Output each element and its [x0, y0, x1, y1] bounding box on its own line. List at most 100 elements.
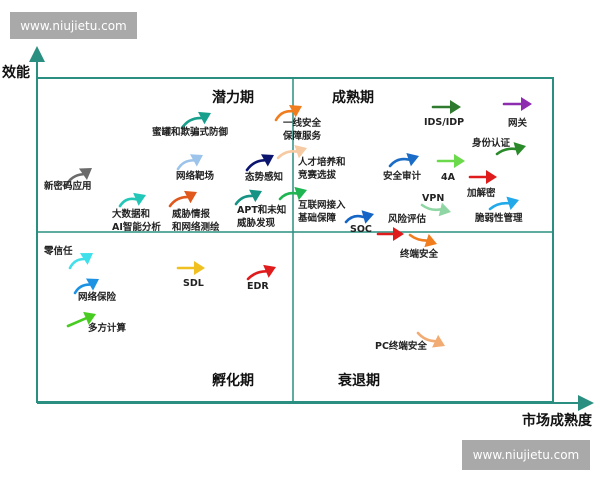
technology-label: 风险评估 [388, 214, 427, 225]
arrow-shaft [488, 201, 510, 211]
technology-label: 4A [441, 172, 455, 183]
trend-arrow-icon [176, 154, 203, 171]
technology-label: 一线安全 保障服务 [283, 118, 322, 142]
arrow-head [506, 196, 519, 210]
technology-label: PC终端安全 [375, 341, 427, 352]
arrow-shaft [68, 257, 86, 270]
arrow-shaft [408, 233, 428, 242]
arrow-head [78, 168, 92, 181]
trend-arrow-icon [495, 142, 526, 156]
trend-arrow-icon [73, 278, 99, 295]
arrow-head [83, 311, 96, 325]
arrow-head [184, 190, 197, 204]
trend-arrow-icon [431, 100, 461, 114]
arrow-shaft [344, 214, 365, 224]
trend-arrow-icon [408, 233, 437, 248]
technology-label: 零信任 [44, 246, 73, 257]
arrow-shaft [118, 197, 138, 208]
technology-label: 网络保险 [78, 292, 117, 303]
arrow-head [521, 97, 532, 111]
arrow-head [424, 233, 437, 248]
watermark-bottom: www.niujietu.com [462, 440, 590, 470]
technology-label: 大数据和 AI智能分析 [112, 209, 161, 233]
technology-label: 多方计算 [88, 323, 127, 334]
arrow-head [288, 105, 302, 118]
trend-arrow-icon [420, 202, 451, 217]
arrow-head [260, 154, 274, 167]
trend-arrow-icon [416, 331, 445, 348]
arrow-head [486, 170, 497, 184]
arrow-head [198, 111, 211, 125]
technology-label: 网关 [508, 118, 528, 129]
arrow-head [294, 186, 307, 201]
phase-potential: 潜力期 [212, 90, 254, 106]
arrow-shaft [73, 283, 91, 295]
arrow-shaft [420, 203, 442, 212]
technology-label: 脆弱性管理 [475, 213, 523, 224]
arrow-head [393, 227, 404, 241]
technology-label: 蜜罐和欺骗式防御 [152, 127, 229, 138]
arrow-head [189, 154, 203, 167]
trend-arrow-icon [344, 210, 374, 224]
technology-label: VPN [422, 193, 445, 204]
trend-arrow-icon [468, 170, 497, 184]
trend-arrow-icon [64, 168, 92, 188]
trend-arrow-icon [180, 111, 211, 130]
arrow-head [450, 100, 461, 114]
arrow-shaft [388, 157, 410, 168]
arrow-head [406, 152, 419, 167]
arrow-head [263, 264, 276, 278]
arrow-shaft [180, 116, 203, 130]
arrow-shaft [274, 109, 294, 122]
trend-arrow-icon [278, 186, 307, 201]
arrow-head [194, 261, 205, 275]
arrow-shaft [66, 317, 88, 328]
arrow-shaft [276, 150, 298, 160]
technology-label: 身份认证 [472, 138, 511, 149]
arrow-shaft [278, 191, 298, 201]
watermark-top: www.niujietu.com [10, 12, 137, 39]
arrow-shaft [416, 331, 437, 343]
trend-arrow-icon [68, 253, 93, 270]
technology-label: 态势感知 [245, 172, 284, 183]
trend-arrow-icon [118, 192, 146, 208]
arrow-head [432, 334, 445, 348]
phase-mature: 成熟期 [332, 90, 374, 106]
technology-label: SDL [183, 278, 204, 289]
arrow-shaft [246, 270, 268, 281]
technology-label: EDR [247, 281, 269, 292]
arrow-shaft [234, 194, 254, 206]
technology-label: SOC [350, 224, 372, 235]
arrow-head [513, 142, 526, 156]
arrow-shaft [168, 195, 189, 208]
technology-label: 互联网接入 基础保障 [298, 200, 346, 224]
arrow-head [438, 202, 451, 217]
technology-label: IDS/IDP [424, 117, 465, 128]
technology-label: 威胁情报 和网络测绘 [172, 209, 220, 233]
arrow-head [79, 253, 93, 265]
trend-arrow-icon [276, 144, 307, 160]
y-axis-label: 效能 [2, 65, 30, 81]
trend-arrow-icon [176, 261, 205, 275]
technology-label: 人才培养和 竞赛选拔 [298, 157, 346, 181]
arrow-head [133, 192, 146, 206]
phase-incubation: 孵化期 [212, 373, 254, 389]
trend-arrow-icon [234, 189, 262, 206]
technology-label: 网络靶场 [176, 171, 215, 182]
trend-arrow-icon [66, 311, 96, 328]
trend-arrow-icon [245, 154, 274, 172]
trend-arrow-icon [488, 196, 519, 211]
phase-decline: 衰退期 [338, 373, 380, 389]
trend-arrow-icon [246, 264, 276, 281]
technology-label: 加解密 [467, 188, 496, 199]
trend-arrow-icon [388, 152, 419, 168]
arrow-shaft [495, 147, 517, 156]
trend-arrow-icon [274, 105, 302, 122]
trend-arrow-icon [502, 97, 532, 111]
arrow-shaft [245, 159, 266, 172]
trend-arrow-icon [436, 154, 465, 168]
arrow-head [85, 278, 99, 291]
technology-label: APT和未知 威胁发现 [237, 205, 287, 229]
technology-label: 终端安全 [400, 249, 439, 260]
